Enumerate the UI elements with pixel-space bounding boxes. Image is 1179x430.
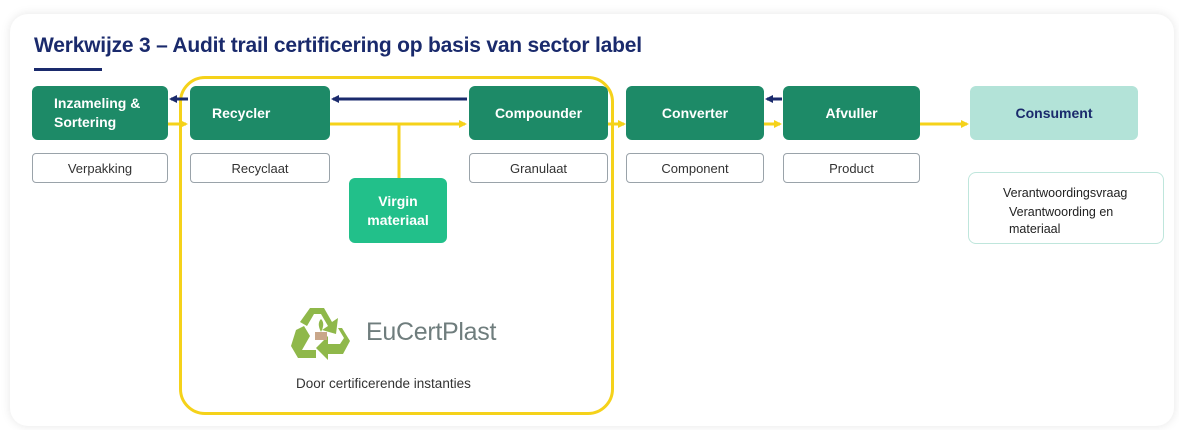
- label-recyclaat: Recyclaat: [190, 153, 330, 183]
- eucertplast-logo-text: EuCertPlast: [366, 318, 497, 346]
- node-afvuller: Afvuller: [783, 86, 920, 140]
- legend-answer-label: Verantwoording en materiaal: [1009, 205, 1114, 236]
- node-compounder: Compounder: [469, 86, 608, 140]
- recycle-logo-icon: [291, 308, 350, 360]
- legend-item-answer: Verantwoording en materiaal: [1009, 204, 1149, 238]
- eucertplast-scope-frame: [179, 76, 614, 415]
- node-consument: Consument: [970, 86, 1138, 140]
- legend: Verantwoordingsvraag Verantwoording en m…: [968, 172, 1164, 244]
- eucertplast-caption: Door certificerende instanties: [296, 376, 471, 391]
- node-virgin-materiaal: Virgin materiaal: [349, 178, 447, 243]
- node-inzameling-sortering: Inzameling & Sortering: [32, 86, 168, 140]
- node-converter: Converter: [626, 86, 764, 140]
- label-granulaat: Granulaat: [469, 153, 608, 183]
- label-product: Product: [783, 153, 920, 183]
- page-title: Werkwijze 3 – Audit trail certificering …: [34, 34, 642, 57]
- legend-item-question: Verantwoordingsvraag: [1003, 185, 1127, 202]
- label-verpakking: Verpakking: [32, 153, 168, 183]
- label-component: Component: [626, 153, 764, 183]
- title-underline: [34, 68, 102, 71]
- legend-question-label: Verantwoordingsvraag: [1003, 186, 1128, 200]
- node-recycler: Recycler: [190, 86, 330, 140]
